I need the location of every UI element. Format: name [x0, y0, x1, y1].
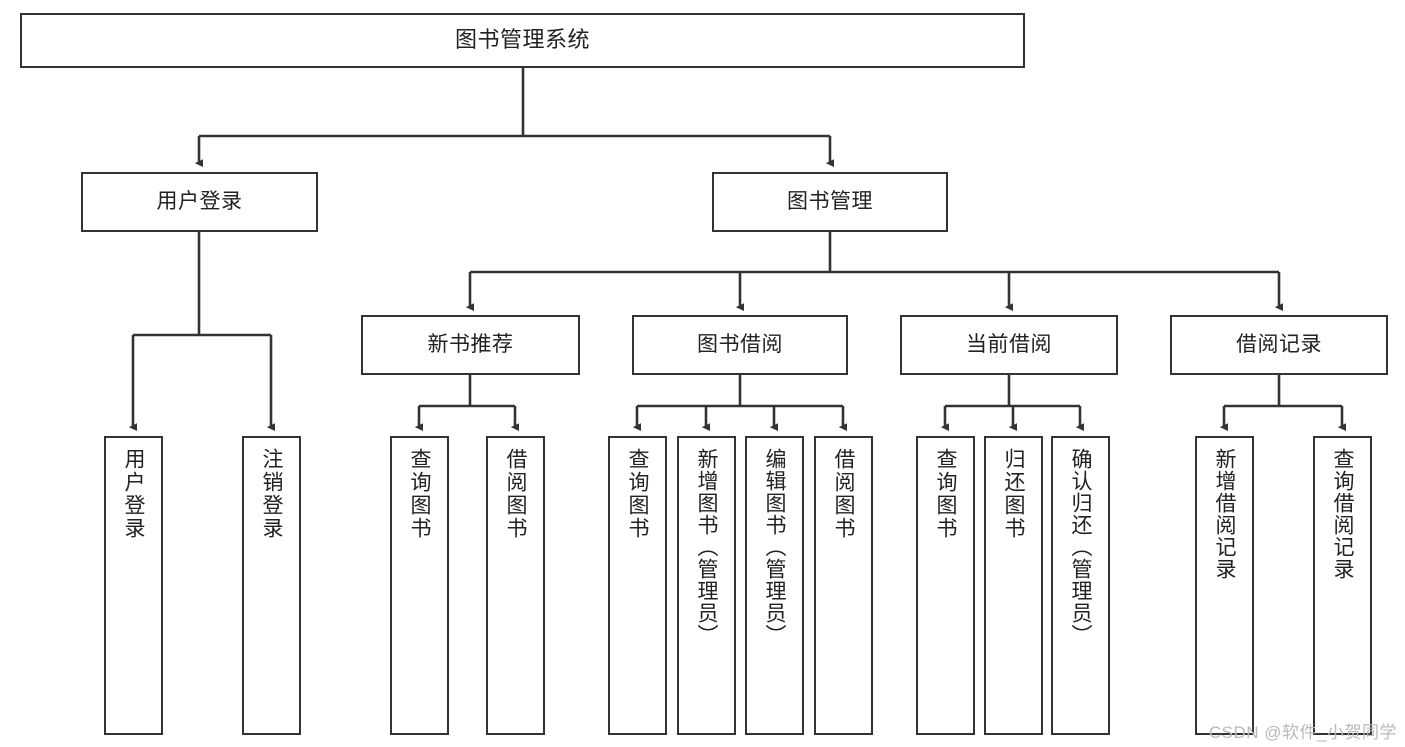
leaf-add-book[interactable]: 新增图书（管理员）: [677, 436, 736, 735]
node-label: 查询借阅记录: [1331, 448, 1354, 580]
node-label: 用户登录: [156, 190, 243, 214]
node-label: 查询图书: [934, 448, 957, 540]
node-label: 新增借阅记录: [1213, 448, 1236, 580]
node-label: 借阅记录: [1236, 333, 1322, 357]
leaf-query-borrow-record[interactable]: 查询借阅记录: [1313, 436, 1372, 735]
leaf-query-book-current[interactable]: 查询图书: [916, 436, 975, 735]
node-book-management[interactable]: 图书管理: [712, 172, 948, 232]
node-label: 新书推荐: [427, 333, 514, 357]
node-new-book-recommend[interactable]: 新书推荐: [361, 315, 580, 375]
leaf-borrow-book-new-recommend[interactable]: 借阅图书: [486, 436, 545, 735]
node-label: 新增图书（管理员）: [695, 448, 718, 646]
leaf-edit-book[interactable]: 编辑图书（管理员）: [745, 436, 804, 735]
node-label: 图书管理: [787, 190, 873, 214]
leaf-user-login[interactable]: 用户登录: [104, 436, 163, 735]
node-label: 确认归还（管理员）: [1069, 448, 1092, 646]
node-label: 查询图书: [626, 448, 649, 540]
node-label: 图书管理系统: [454, 27, 590, 53]
leaf-confirm-return[interactable]: 确认归还（管理员）: [1051, 436, 1110, 735]
leaf-return-book[interactable]: 归还图书: [984, 436, 1043, 735]
node-label: 借阅图书: [504, 448, 527, 540]
node-book-borrow[interactable]: 图书借阅: [632, 315, 848, 375]
node-label: 图书借阅: [697, 333, 783, 357]
node-label: 查询图书: [408, 448, 431, 540]
node-borrow-record[interactable]: 借阅记录: [1170, 315, 1388, 375]
node-user-login[interactable]: 用户登录: [81, 172, 318, 232]
node-label: 注销登录: [260, 448, 283, 540]
node-label: 当前借阅: [966, 333, 1052, 357]
watermark-csdn: CSDN @软件_小贺同学: [1208, 723, 1397, 742]
node-current-borrow[interactable]: 当前借阅: [900, 315, 1118, 375]
leaf-add-borrow-record[interactable]: 新增借阅记录: [1195, 436, 1254, 735]
leaf-borrow-book[interactable]: 借阅图书: [814, 436, 873, 735]
node-label: 编辑图书（管理员）: [763, 448, 786, 646]
node-label: 归还图书: [1002, 448, 1025, 540]
node-label: 借阅图书: [832, 448, 855, 540]
node-root-book-management-system[interactable]: 图书管理系统: [20, 13, 1025, 68]
leaf-query-book-new-recommend[interactable]: 查询图书: [390, 436, 449, 735]
leaf-logout-login[interactable]: 注销登录: [242, 436, 301, 735]
node-label: 用户登录: [122, 448, 145, 540]
leaf-query-book-borrow[interactable]: 查询图书: [608, 436, 667, 735]
